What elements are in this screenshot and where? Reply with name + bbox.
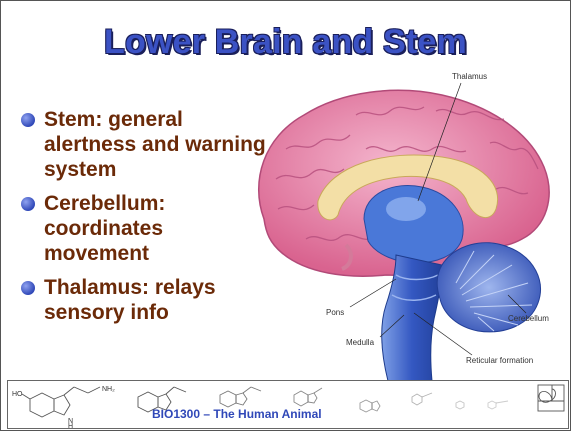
bullet-dot-icon: [21, 113, 35, 127]
brain-illustration: Thalamus Pons Cerebellum Medulla Reticul…: [246, 69, 570, 381]
bullet-text: Stem: general alertness and warning syst…: [44, 108, 266, 181]
label-cerebellum: Cerebellum: [508, 314, 549, 323]
bullet-item: Cerebellum: coordinates movement: [21, 191, 271, 266]
footer-banner: HO NH₂ N H BIO1300 – The Human Animal: [7, 380, 569, 429]
label-ho: HO: [12, 391, 23, 398]
slide-title: Lower Brain and Stem: [1, 23, 570, 62]
bullet-dot-icon: [21, 197, 35, 211]
label-medulla: Medulla: [346, 338, 375, 347]
bullet-text: Thalamus: relays sensory info: [44, 276, 216, 324]
bullet-item: Stem: general alertness and warning syst…: [21, 107, 271, 182]
label-reticular-formation: Reticular formation: [466, 356, 533, 365]
course-title: BIO1300 – The Human Animal: [152, 407, 392, 421]
bullet-text: Cerebellum: coordinates movement: [44, 192, 165, 265]
bullet-list: Stem: general alertness and warning syst…: [21, 107, 271, 334]
bullet-item: Thalamus: relays sensory info: [21, 275, 271, 325]
label-pons: Pons: [326, 308, 344, 317]
label-nh2: NH₂: [102, 386, 115, 393]
label-thalamus: Thalamus: [452, 72, 487, 81]
label-h: H: [68, 423, 73, 428]
bullet-dot-icon: [21, 281, 35, 295]
